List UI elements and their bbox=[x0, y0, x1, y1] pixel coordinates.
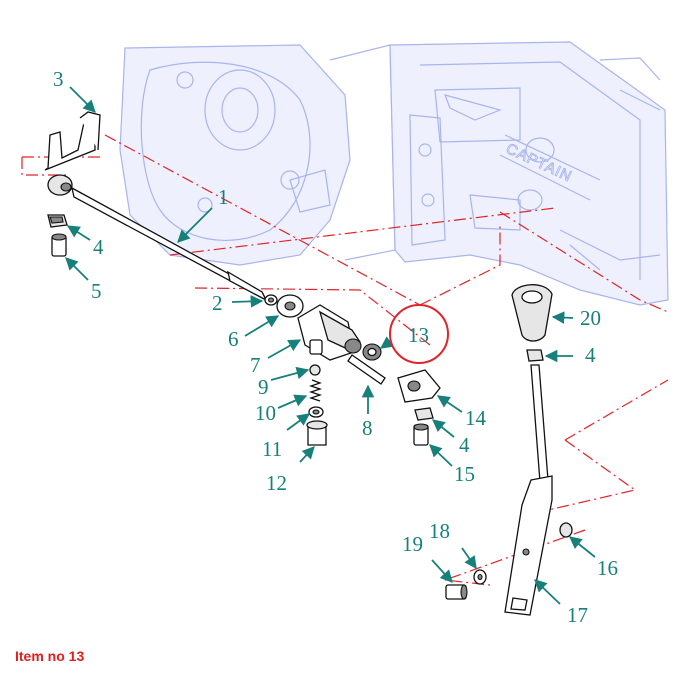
callout-10: 10 bbox=[255, 401, 276, 425]
part-6-gasket bbox=[276, 294, 304, 318]
part-11-washer bbox=[308, 406, 324, 418]
part-17-lever bbox=[504, 364, 553, 616]
callout-19: 19 bbox=[402, 532, 423, 556]
part-4-nut-middle bbox=[414, 407, 434, 421]
callout-16: 16 bbox=[597, 556, 618, 580]
part-1-shift-rod bbox=[71, 186, 268, 302]
callout-2: 2 bbox=[212, 291, 223, 315]
part-2-washer bbox=[264, 294, 278, 306]
callout-8: 8 bbox=[362, 416, 373, 440]
part-4-nut-left bbox=[47, 214, 68, 228]
callout-6: 6 bbox=[228, 327, 239, 351]
part-9-ball bbox=[309, 364, 321, 376]
background-housing: CAPTAIN bbox=[119, 41, 669, 306]
callout-14: 14 bbox=[465, 406, 487, 430]
callout-4-left: 4 bbox=[93, 235, 104, 259]
part-18-washer bbox=[473, 569, 487, 585]
part-8-pin bbox=[347, 354, 386, 385]
part-14-bracket bbox=[397, 369, 441, 403]
callout-15: 15 bbox=[454, 462, 475, 486]
callout-4-right: 4 bbox=[585, 343, 596, 367]
callout-4-middle: 4 bbox=[459, 433, 470, 457]
part-10-spring bbox=[308, 379, 323, 402]
part-16-nut bbox=[559, 522, 573, 538]
part-3-shift-fork bbox=[44, 111, 101, 196]
callout-12: 12 bbox=[266, 471, 287, 495]
callout-11: 11 bbox=[262, 437, 282, 461]
callout-1: 1 bbox=[218, 185, 229, 209]
item-caption: Item no 13 bbox=[15, 648, 85, 664]
callout-20: 20 bbox=[580, 306, 601, 330]
callout-18: 18 bbox=[429, 519, 450, 543]
part-15-bolt bbox=[413, 423, 429, 446]
part-4-nut-right bbox=[526, 349, 544, 362]
callout-7: 7 bbox=[250, 353, 261, 377]
part-13-seal bbox=[362, 343, 382, 361]
parts-diagram: CAPTAIN bbox=[21, 41, 669, 627]
callout-13: 13 bbox=[408, 323, 429, 347]
callout-arrows bbox=[65, 86, 596, 605]
callout-9: 9 bbox=[258, 375, 269, 399]
part-20-knob bbox=[511, 284, 553, 342]
highlight-circle-13 bbox=[389, 304, 449, 364]
part-19-bolt bbox=[445, 584, 468, 600]
callout-labels: 3 1 4 5 2 6 7 9 10 11 12 8 13 14 4 15 20… bbox=[53, 67, 618, 627]
callout-3: 3 bbox=[53, 67, 64, 91]
part-12-plug bbox=[306, 420, 328, 446]
part-7-housing bbox=[297, 304, 362, 361]
callout-17: 17 bbox=[567, 603, 588, 627]
part-5-bolt bbox=[51, 233, 67, 257]
callout-5: 5 bbox=[91, 279, 102, 303]
